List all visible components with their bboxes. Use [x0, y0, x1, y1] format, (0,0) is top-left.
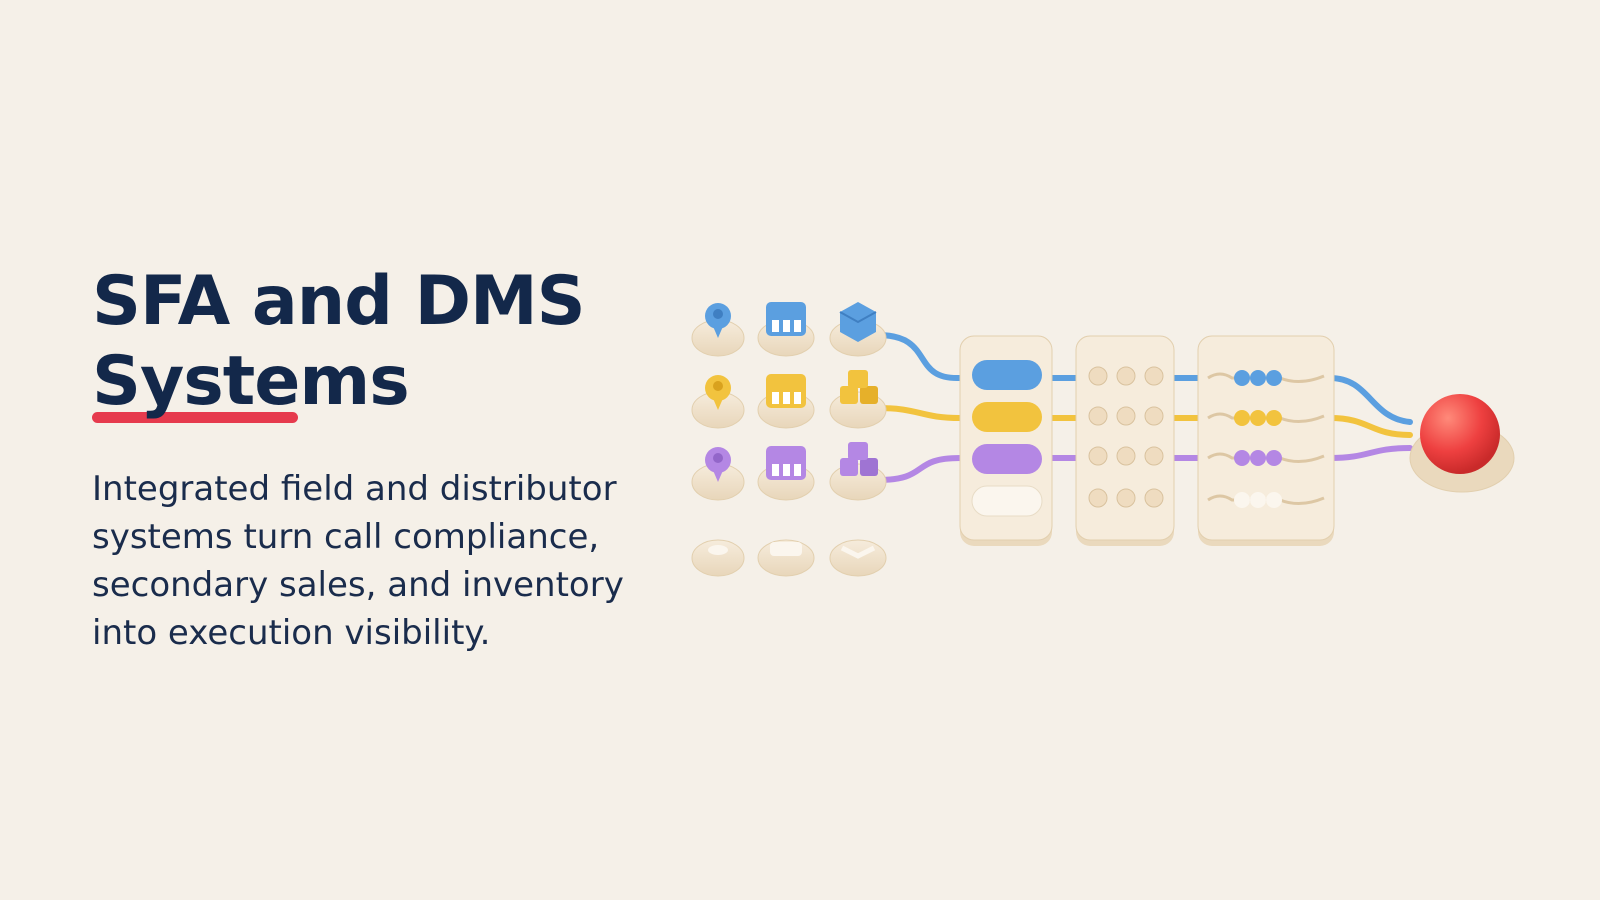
location-pin-icon — [705, 447, 731, 482]
store-icon — [766, 446, 806, 480]
row-yellow — [691, 370, 887, 429]
store-icon — [766, 374, 806, 408]
location-pin-icon — [705, 375, 731, 410]
title-line-1: SFA and DMS — [92, 262, 586, 341]
bead-track-panel — [1197, 335, 1335, 546]
icon-rows — [691, 302, 887, 577]
boxes-icon — [840, 370, 878, 404]
store-icon — [766, 302, 806, 336]
row-empty — [691, 539, 887, 577]
boxes-icon — [840, 442, 878, 476]
box-icon — [839, 302, 877, 342]
title-underline — [92, 412, 298, 423]
pill-selector-panel — [959, 335, 1053, 546]
row-purple — [691, 442, 887, 501]
pipeline-illustration — [691, 302, 1515, 577]
location-pin-icon — [705, 303, 731, 338]
red-ball-icon — [1409, 394, 1515, 493]
bead-panel — [1075, 335, 1175, 546]
row-blue — [691, 302, 887, 357]
subtitle: Integrated field and distributor systems… — [92, 469, 624, 653]
text-block: SFA and DMS Systems Integrated field and… — [92, 262, 652, 657]
page-title: SFA and DMS Systems — [92, 262, 652, 422]
title-line-2: Systems — [92, 342, 410, 421]
